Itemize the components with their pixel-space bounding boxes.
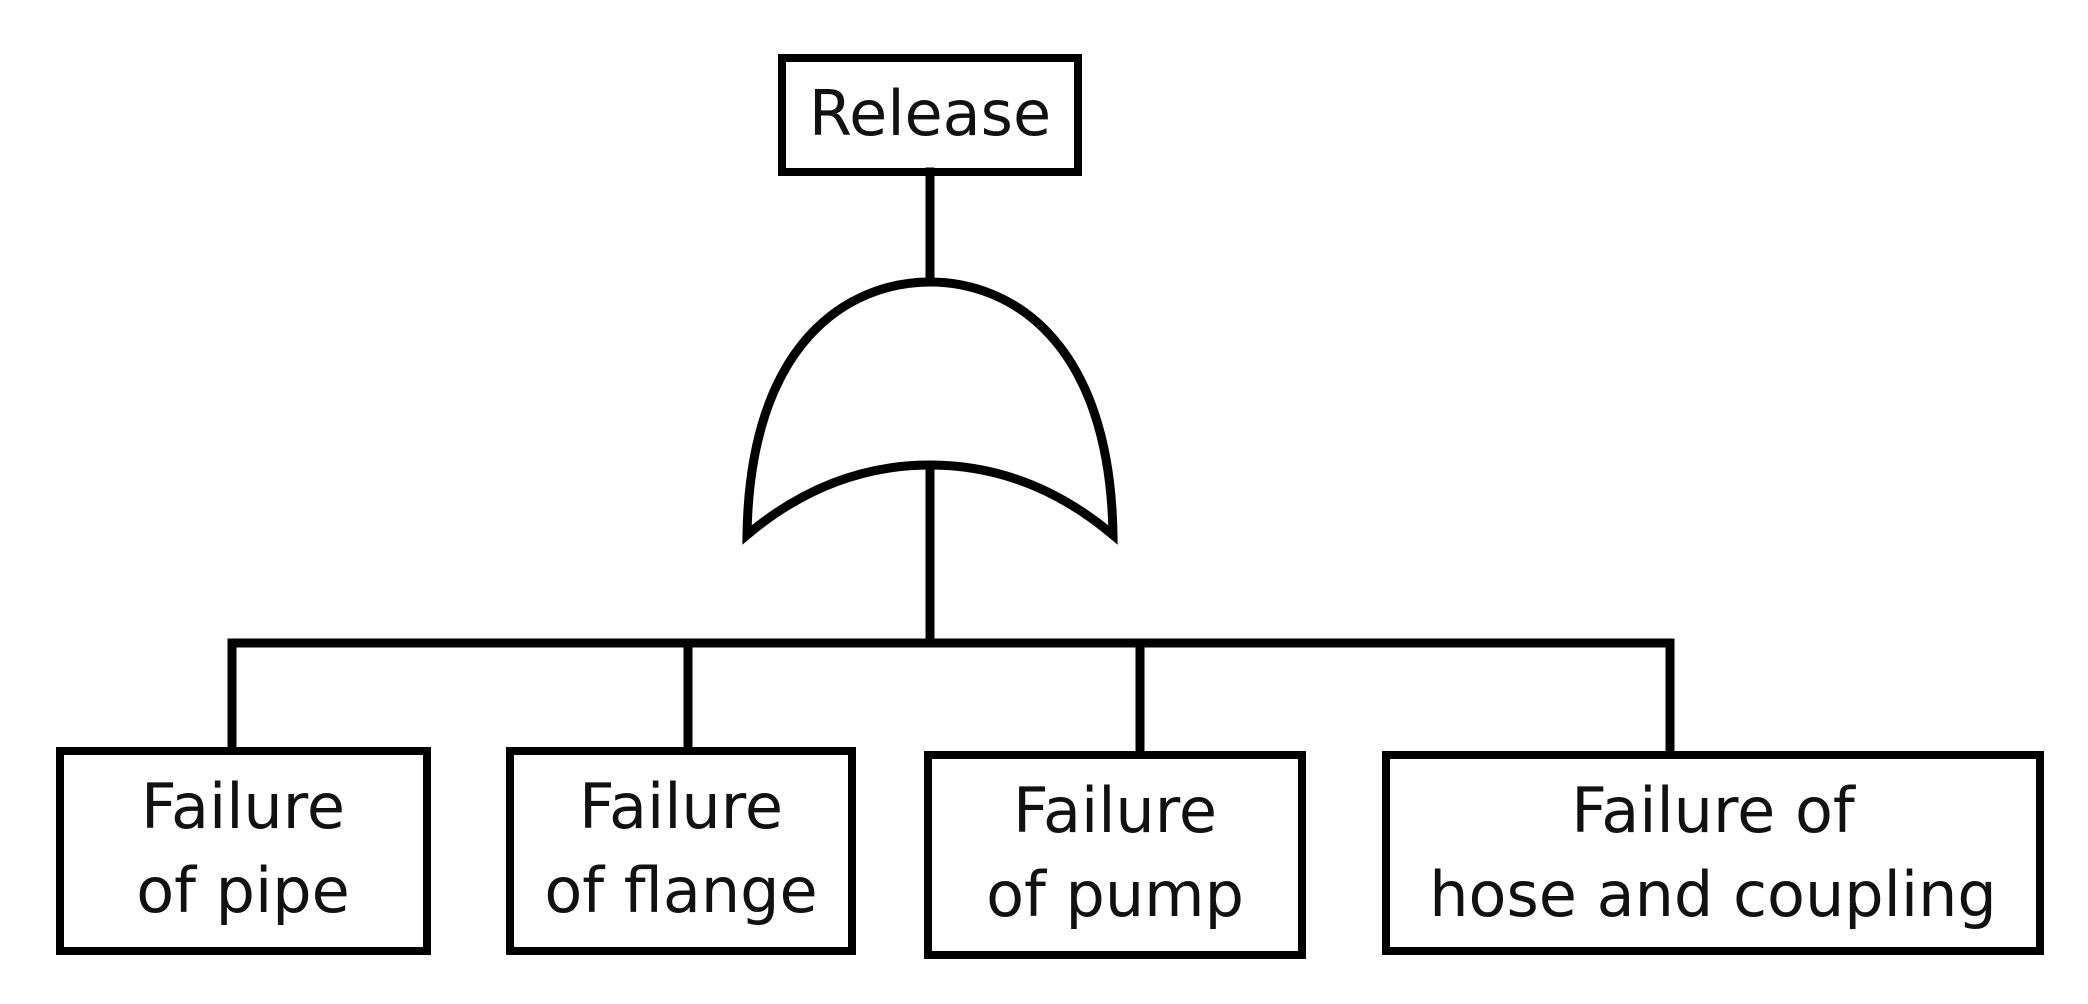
basic-event-label-line2: of flange [544, 854, 817, 927]
basic-event-label-line1: Failure [579, 770, 783, 843]
basic-event-label-line2: of pump [986, 858, 1244, 931]
basic-event-pipe: Failure of pipe [56, 747, 431, 955]
basic-event-box [56, 747, 431, 955]
top-event: Release [778, 54, 1082, 176]
basic-event-flange: Failure of flange [506, 747, 856, 955]
top-event-label: Release [809, 77, 1051, 150]
basic-event-label-line2: of pipe [136, 854, 350, 927]
basic-event-box [506, 747, 856, 955]
basic-event-label-line1: Failure [141, 770, 345, 843]
basic-event-label-line2: hose and coupling [1429, 858, 1997, 931]
basic-event-pump: Failure of pump [924, 751, 1306, 959]
basic-event-box [1382, 751, 2044, 955]
basic-event-label-line1: Failure of [1571, 774, 1857, 847]
basic-event-label-line1: Failure [1013, 774, 1217, 847]
basic-event-box [924, 751, 1306, 959]
basic-event-hose-and-coupling: Failure of hose and coupling [1382, 751, 2044, 955]
